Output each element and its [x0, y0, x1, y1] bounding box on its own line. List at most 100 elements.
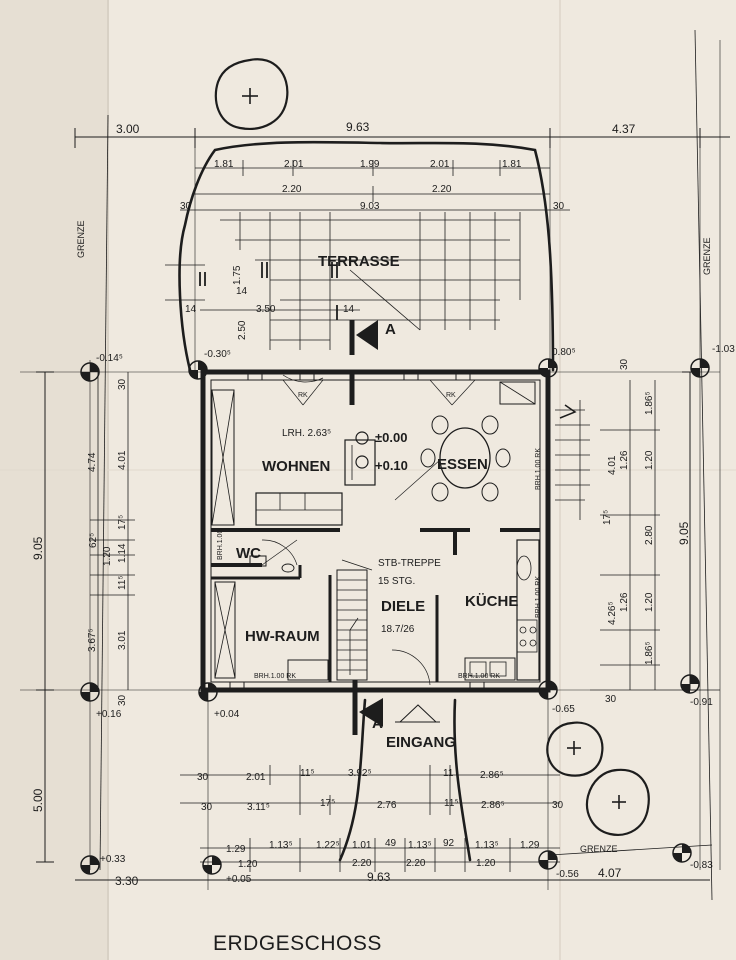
dim-bot-d4: 1.20 [476, 858, 496, 869]
dim-t2-3: 1.99 [360, 159, 380, 170]
dim-right-1: 30 [619, 358, 630, 370]
level-far-bl: +0.16 [96, 709, 122, 720]
dim-right-9: 1.26 [619, 592, 630, 612]
dim-top-3: 4.37 [612, 122, 636, 136]
dim-bot-b3: 17⁵ [320, 798, 335, 809]
room-label-wc: WC [236, 545, 261, 562]
dim-bot-c4: 1.01 [352, 840, 372, 851]
door-note-2: RK [446, 392, 456, 399]
dim-top-2: 9.63 [346, 120, 370, 134]
dim-bot-e3: 4.07 [598, 866, 622, 880]
dim-t2-4: 2.01 [430, 159, 450, 170]
room-label-kueche: KÜCHE [465, 593, 518, 610]
dim-bot-c8: 1.13⁵ [475, 840, 499, 851]
dim-bot-c9: 1.29 [520, 840, 540, 851]
dim-bot-a3: 11⁵ [300, 768, 315, 779]
dim-right-11: 1.86⁵ [644, 641, 655, 665]
room-label-essen: ESSEN [437, 456, 488, 473]
dim-t2-5: 1.81 [502, 159, 522, 170]
dim-right-2: 1.86⁵ [644, 391, 655, 415]
section-label-top: A [385, 321, 396, 338]
dim-ter-2: 14 [236, 286, 248, 297]
dim-bot-c1: 1.29 [226, 844, 246, 855]
boundary-label-bottom: GRENZE [580, 844, 618, 854]
dim-bot-d3: 2.20 [406, 858, 426, 869]
dim-right-5: 1.20 [644, 450, 655, 470]
dim-bot-e2: 9.63 [367, 870, 391, 884]
dim-bot-b2: 3.11⁵ [247, 802, 270, 813]
dim-t3-1: 2.20 [282, 184, 302, 195]
dim-bot-a5: 11 [443, 768, 454, 779]
dim-bot-b1: 30 [201, 802, 213, 813]
dim-left-7: 11⁵ [117, 575, 128, 590]
dim-bot-b6: 2.86⁵ [481, 800, 505, 811]
dim-bot-a6: 2.86⁵ [480, 770, 504, 781]
boundary-label-left: GRENZE [76, 220, 86, 258]
dim-ter-1: 1.75 [232, 265, 243, 285]
level-bottom-rr: -0.83 [690, 860, 713, 871]
dim-t4-2: 9.03 [360, 201, 380, 212]
dim-bot-e1: 3.30 [115, 874, 139, 888]
dim-bot-d2: 2.20 [352, 858, 372, 869]
door-note-1: RK [298, 392, 308, 399]
section-label-bottom: A [372, 715, 383, 732]
dim-bot-a2: 2.01 [246, 772, 266, 783]
window-note-kueche: BRH.1.00 RK [458, 673, 500, 680]
dim-right-4: 1.26 [619, 450, 630, 470]
level-far-tl: -0.14⁵ [96, 353, 123, 364]
dim-ter-4: 3.50 [256, 304, 276, 315]
level-corner-tl: -0.30⁵ [204, 349, 231, 360]
room-height-note: LRH. 2.63⁵ [282, 428, 331, 439]
dim-right-12: 30 [605, 694, 617, 705]
dim-bot-a1: 30 [197, 772, 209, 783]
room-label-wohnen: WOHNEN [262, 458, 330, 475]
room-label-terrasse: TERRASSE [318, 253, 400, 270]
dim-left-total-1: 9.05 [31, 536, 45, 560]
dim-left-3: 30 [117, 378, 128, 390]
dim-left-2: 4.01 [117, 450, 128, 470]
room-label-hw-raum: HW-RAUM [245, 628, 320, 645]
dim-right-7: 2.80 [644, 525, 655, 545]
dim-t2-2: 2.01 [284, 159, 304, 170]
boundary-label-right: GRENZE [702, 237, 712, 275]
drawing-title: ERDGESCHOSS [213, 932, 382, 955]
dim-left-total-2: 5.00 [31, 788, 45, 812]
dim-left-8: 3.67⁵ [87, 628, 98, 652]
dim-bot-c2: 1.13⁵ [269, 840, 293, 851]
dim-top-1: 3.00 [116, 122, 140, 136]
dim-right-total: 9.05 [677, 521, 691, 545]
level-corner-br: -0.65 [552, 704, 575, 715]
level-bottom-c: +0.05 [226, 874, 252, 885]
floor-level-1: ±0.00 [375, 430, 407, 445]
dim-left-4: 1.20 [102, 546, 113, 566]
floor-level-2: +0.10 [375, 458, 408, 473]
dim-left-9: 3.01 [117, 630, 128, 650]
dim-right-10: 1.20 [644, 592, 655, 612]
dim-right-8: 4.26⁵ [607, 601, 618, 625]
dim-left-10: 30 [117, 694, 128, 706]
dim-bot-c5: 49 [385, 838, 397, 849]
dim-left-5: 62⁵ [88, 533, 99, 548]
dim-bot-c7: 92 [443, 838, 455, 849]
dim-t2-1: 1.81 [214, 159, 234, 170]
level-corner-tr: 0.80⁵ [552, 347, 576, 358]
dim-bot-b5: 11⁵ [444, 798, 459, 809]
window-note-essen: BRH.1.00 RK [535, 448, 542, 490]
dim-left-1: 4.74 [87, 452, 98, 472]
room-label-diele: DIELE [381, 598, 425, 615]
window-note-hw: BRH.1.00 RK [254, 673, 296, 680]
dim-ter-3: 14 [185, 304, 197, 315]
dim-t4-1: 30 [180, 201, 192, 212]
stair-title: STB-TREPPE [378, 558, 441, 569]
dim-bot-a4: 3.92⁵ [348, 768, 372, 779]
level-far-tr: -1.03 [712, 344, 735, 355]
dim-bot-b4: 2.76 [377, 800, 397, 811]
level-corner-bl: +0.04 [214, 709, 240, 720]
dim-bot-c3: 1.22⁵ [316, 840, 340, 851]
dim-bot-c6: 1.13⁵ [408, 840, 432, 851]
dim-left-6: 1.14 [117, 543, 128, 563]
dim-ter-6: 2.50 [237, 320, 248, 340]
level-bottom-l: +0.33 [100, 854, 126, 865]
stair-ratio: 18.7/26 [381, 624, 415, 635]
dim-bot-b7: 30 [552, 800, 564, 811]
